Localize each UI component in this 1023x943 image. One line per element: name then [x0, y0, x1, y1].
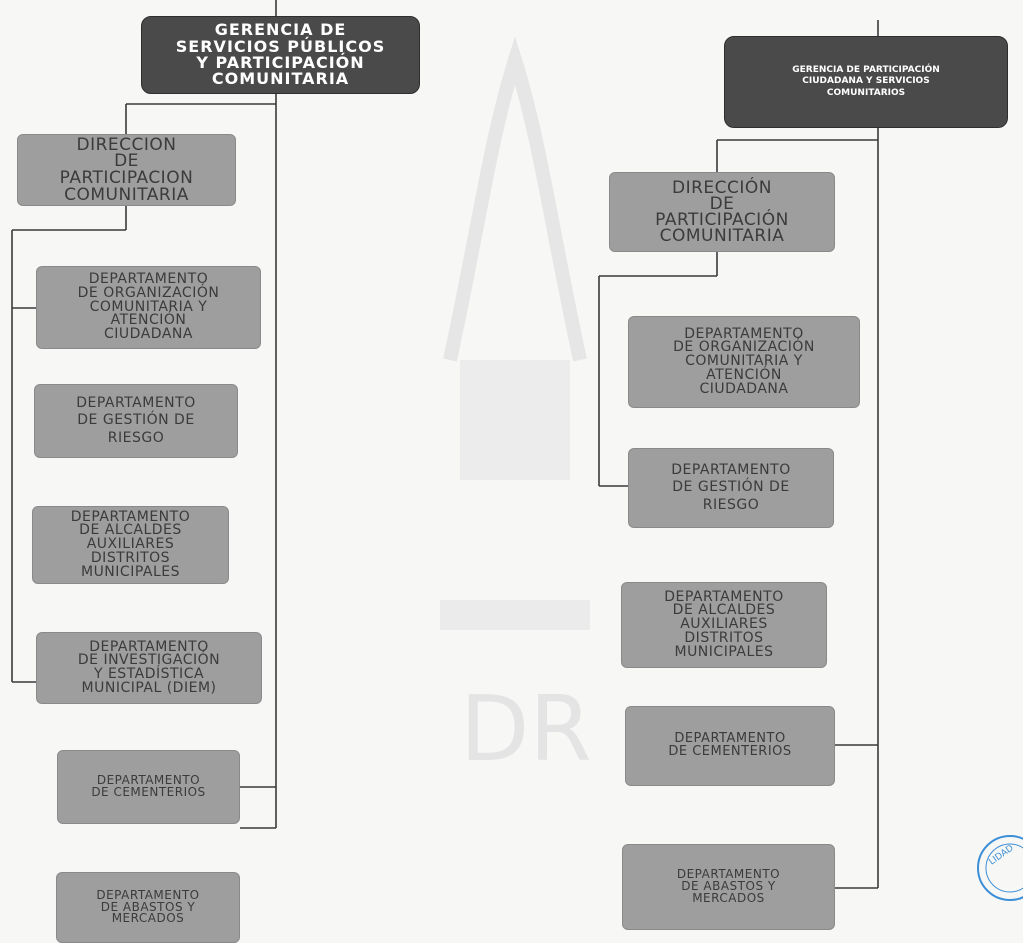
left-dept-cementerios: DEPARTAMENTO DE CEMENTERIOS — [57, 750, 240, 824]
svg-text:DR: DR — [460, 677, 590, 782]
left-dept-gestion-riesgo: DEPARTAMENTO DE GESTIÓN DE RIESGO — [34, 384, 238, 458]
right-gerencia-box: GERENCIA DE PARTICIPACIÓN CIUDADANA Y SE… — [724, 36, 1008, 128]
left-dept-abastos: DEPARTAMENTO DE ABASTOS Y MERCADOS — [56, 872, 240, 943]
background-watermark: DR — [440, 36, 590, 782]
left-dept-investigacion: DEPARTAMENTO DE INVESTIGACIÓN Y ESTADÍST… — [36, 632, 262, 704]
right-dept-abastos: DEPARTAMENTO DE ABASTOS Y MERCADOS — [622, 844, 835, 930]
right-dept-alcaldes: DEPARTAMENTO DE ALCALDES AUXILIARES DIST… — [621, 582, 827, 668]
right-dept-gestion-riesgo: DEPARTAMENTO DE GESTIÓN DE RIESGO — [628, 448, 834, 528]
left-direccion-box: DIRECCION DE PARTICIPACION COMUNITARIA — [17, 134, 236, 206]
left-dept-alcaldes: DEPARTAMENTO DE ALCALDES AUXILIARES DIST… — [32, 506, 229, 584]
right-dept-organizacion: DEPARTAMENTO DE ORGANIZACIÓN COMUNITARIA… — [628, 316, 860, 408]
seal-stamp: LIDAD — [977, 835, 1023, 901]
svg-text:LIDAD: LIDAD — [987, 843, 1015, 867]
right-direccion-box: DIRECCIÓN DE PARTICIPACIÓN COMUNITARIA — [609, 172, 835, 252]
left-gerencia-box: GERENCIA DE SERVICIOS PÚBLICOS Y PARTICI… — [141, 16, 420, 94]
right-dept-cementerios: DEPARTAMENTO DE CEMENTERIOS — [625, 706, 835, 786]
left-dept-organizacion: DEPARTAMENTO DE ORGANIZACIÓN COMUNITARIA… — [36, 266, 261, 349]
